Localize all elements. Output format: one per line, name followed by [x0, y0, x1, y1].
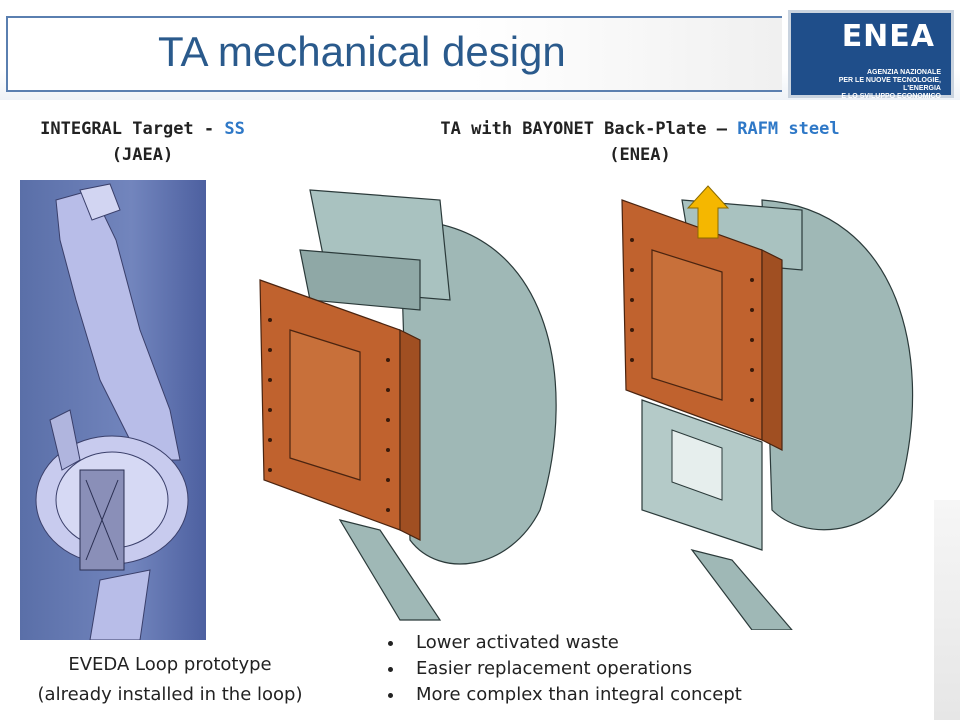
decorative-strip [934, 500, 960, 720]
left-caption-2: (already installed in the loop) [37, 684, 303, 705]
logo-line-1: AGENZIA NAZIONALE [866, 69, 941, 76]
eveda-loop-drawing [35, 183, 189, 641]
bullet-dot-icon [388, 641, 393, 646]
list-item: Lower activated waste [384, 630, 742, 656]
eveda-loop-image [20, 180, 206, 641]
right-heading-line2: (ENEA) [609, 145, 671, 165]
left-caption-1: EVEDA Loop prototype [68, 654, 272, 675]
left-heading-accent: SS [224, 119, 245, 139]
bullet-text: More complex than integral concept [416, 684, 742, 705]
right-heading-accent: RAFM steel [737, 119, 840, 139]
logo-text: AGENZIA NAZIONALE PER LE NUOVE TECNOLOGI… [811, 69, 941, 109]
slide-title: TA mechanical design [158, 28, 566, 75]
enea-logo: ENEA AGENZIA NAZIONALE PER LE NUOVE TECN… [788, 10, 954, 108]
left-heading: INTEGRAL Target - SS (JAEA) [0, 116, 285, 168]
right-heading: TA with BAYONET Back-Plate – RAFM steel … [360, 116, 920, 168]
bullet-dot-icon [388, 693, 393, 698]
ta-integral-drawing [259, 189, 557, 621]
left-heading-line1: INTEGRAL Target - SS [0, 116, 285, 142]
ta-bayonet-drawing [621, 185, 914, 630]
right-heading-text: TA with BAYONET Back-Plate – [440, 119, 738, 139]
bullet-text: Easier replacement operations [416, 658, 693, 679]
list-item: Easier replacement operations [384, 656, 742, 682]
logo-brand: ENEA [841, 19, 935, 54]
logo-line-2: PER LE NUOVE TECNOLOGIE, L'ENERGIA [838, 77, 941, 92]
up-arrow-icon [686, 185, 730, 239]
left-heading-line2: (JAEA) [111, 145, 174, 165]
bullet-text: Lower activated waste [416, 632, 619, 653]
logo-line-3: E LO SVILUPPO ECONOMICO SOSTENIBILE [841, 93, 941, 108]
right-heading-line1: TA with BAYONET Back-Plate – RAFM steel [360, 116, 920, 142]
list-item: More complex than integral concept [384, 682, 742, 708]
title-bar [6, 16, 782, 92]
bullet-dot-icon [388, 667, 393, 672]
advantages-list: Lower activated waste Easier replacement… [384, 630, 742, 708]
left-heading-text: INTEGRAL Target - [40, 119, 225, 139]
slide-header: TA mechanical design ENEA AGENZIA NAZION… [0, 0, 960, 108]
